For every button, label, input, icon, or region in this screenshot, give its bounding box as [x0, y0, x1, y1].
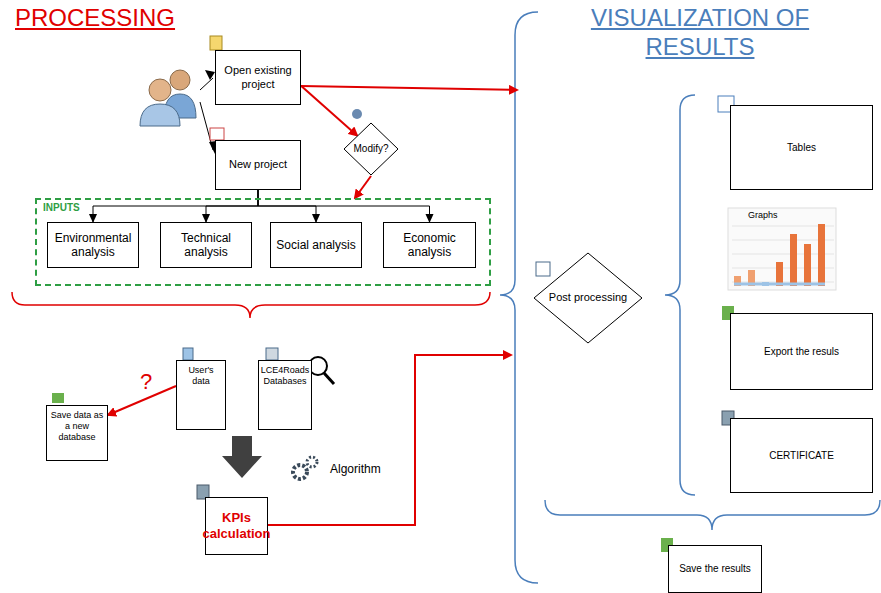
- node-label: New project: [229, 158, 287, 171]
- node-label: Export the resuls: [764, 346, 839, 358]
- node-label: Tables: [787, 142, 816, 154]
- new-icon: [210, 128, 224, 140]
- connector-line: [200, 78, 213, 90]
- chart-title: Graphs: [748, 210, 778, 221]
- save-box: Save data as a new database: [46, 405, 108, 461]
- node-label: Save data as a new database: [50, 410, 104, 442]
- curly-bracket: [12, 292, 490, 318]
- node-label: Social analysis: [276, 238, 355, 252]
- flow-arrow: [301, 86, 517, 90]
- db-icon: [266, 348, 278, 360]
- connector: [301, 86, 357, 136]
- users-icon: [140, 70, 196, 126]
- curly-bracket: [545, 500, 880, 530]
- kpi-box: KPIs calculation: [205, 497, 268, 555]
- connector: [258, 190, 430, 222]
- user-icon: [352, 109, 362, 119]
- curly-bracket: [665, 95, 695, 495]
- result-box: Tables: [730, 105, 873, 190]
- node-label: Save the results: [679, 563, 751, 575]
- analysis-box: Environmental analysis: [47, 222, 139, 268]
- curly-bracket: [500, 12, 538, 583]
- node-label: User's data: [180, 365, 222, 387]
- block-arrow: [222, 436, 262, 478]
- group-heading: INPUTS: [43, 202, 80, 214]
- node-label: KPIs calculation: [203, 510, 271, 541]
- doc-icon: [183, 348, 193, 360]
- section-title: PROCESSING: [15, 4, 175, 33]
- section-title: VISUALIZATION OF RESULTS: [560, 4, 840, 62]
- connector: [355, 176, 371, 198]
- result-box: Save the results: [668, 545, 762, 593]
- edge-label: ?: [138, 371, 154, 393]
- process-box: Open existing project: [215, 50, 301, 105]
- gear-icon: [293, 465, 307, 479]
- save-icon: [52, 393, 64, 403]
- node-label: Modify?: [354, 143, 389, 155]
- calendar-icon: [536, 262, 550, 276]
- folder-icon: [210, 36, 222, 50]
- node-label: Open existing project: [219, 64, 297, 90]
- bar-chart: [728, 208, 836, 290]
- decision-diamond: Post processing: [533, 252, 643, 344]
- process-box: New project: [215, 140, 301, 190]
- input-group: INPUTS Environmental analysis Technical an…: [35, 198, 491, 286]
- arrow-head: [205, 70, 215, 80]
- node-label: CERTIFICATE: [769, 450, 834, 462]
- result-box: Export the resuls: [730, 313, 873, 390]
- decision-diamond: Modify?: [343, 122, 399, 176]
- node-label: LCE4Roads Databases: [261, 365, 310, 387]
- connector: [93, 190, 258, 222]
- node-label: Post processing: [549, 291, 627, 304]
- node-label: Technical analysis: [164, 231, 248, 260]
- connector: [206, 190, 258, 222]
- gear-icon: [307, 457, 317, 467]
- caption-label: Algorithm: [330, 462, 381, 476]
- node-label: Economic analysis: [387, 231, 472, 260]
- magnifier-handle: [324, 373, 334, 384]
- analysis-box: Social analysis: [270, 222, 362, 268]
- data-box: User's data: [176, 360, 226, 430]
- node-label: Environmental analysis: [51, 231, 135, 260]
- result-box: CERTIFICATE: [730, 418, 873, 493]
- analysis-box: Economic analysis: [383, 222, 476, 268]
- analysis-box: Technical analysis: [160, 222, 252, 268]
- database-box: LCE4Roads Databases: [258, 360, 312, 430]
